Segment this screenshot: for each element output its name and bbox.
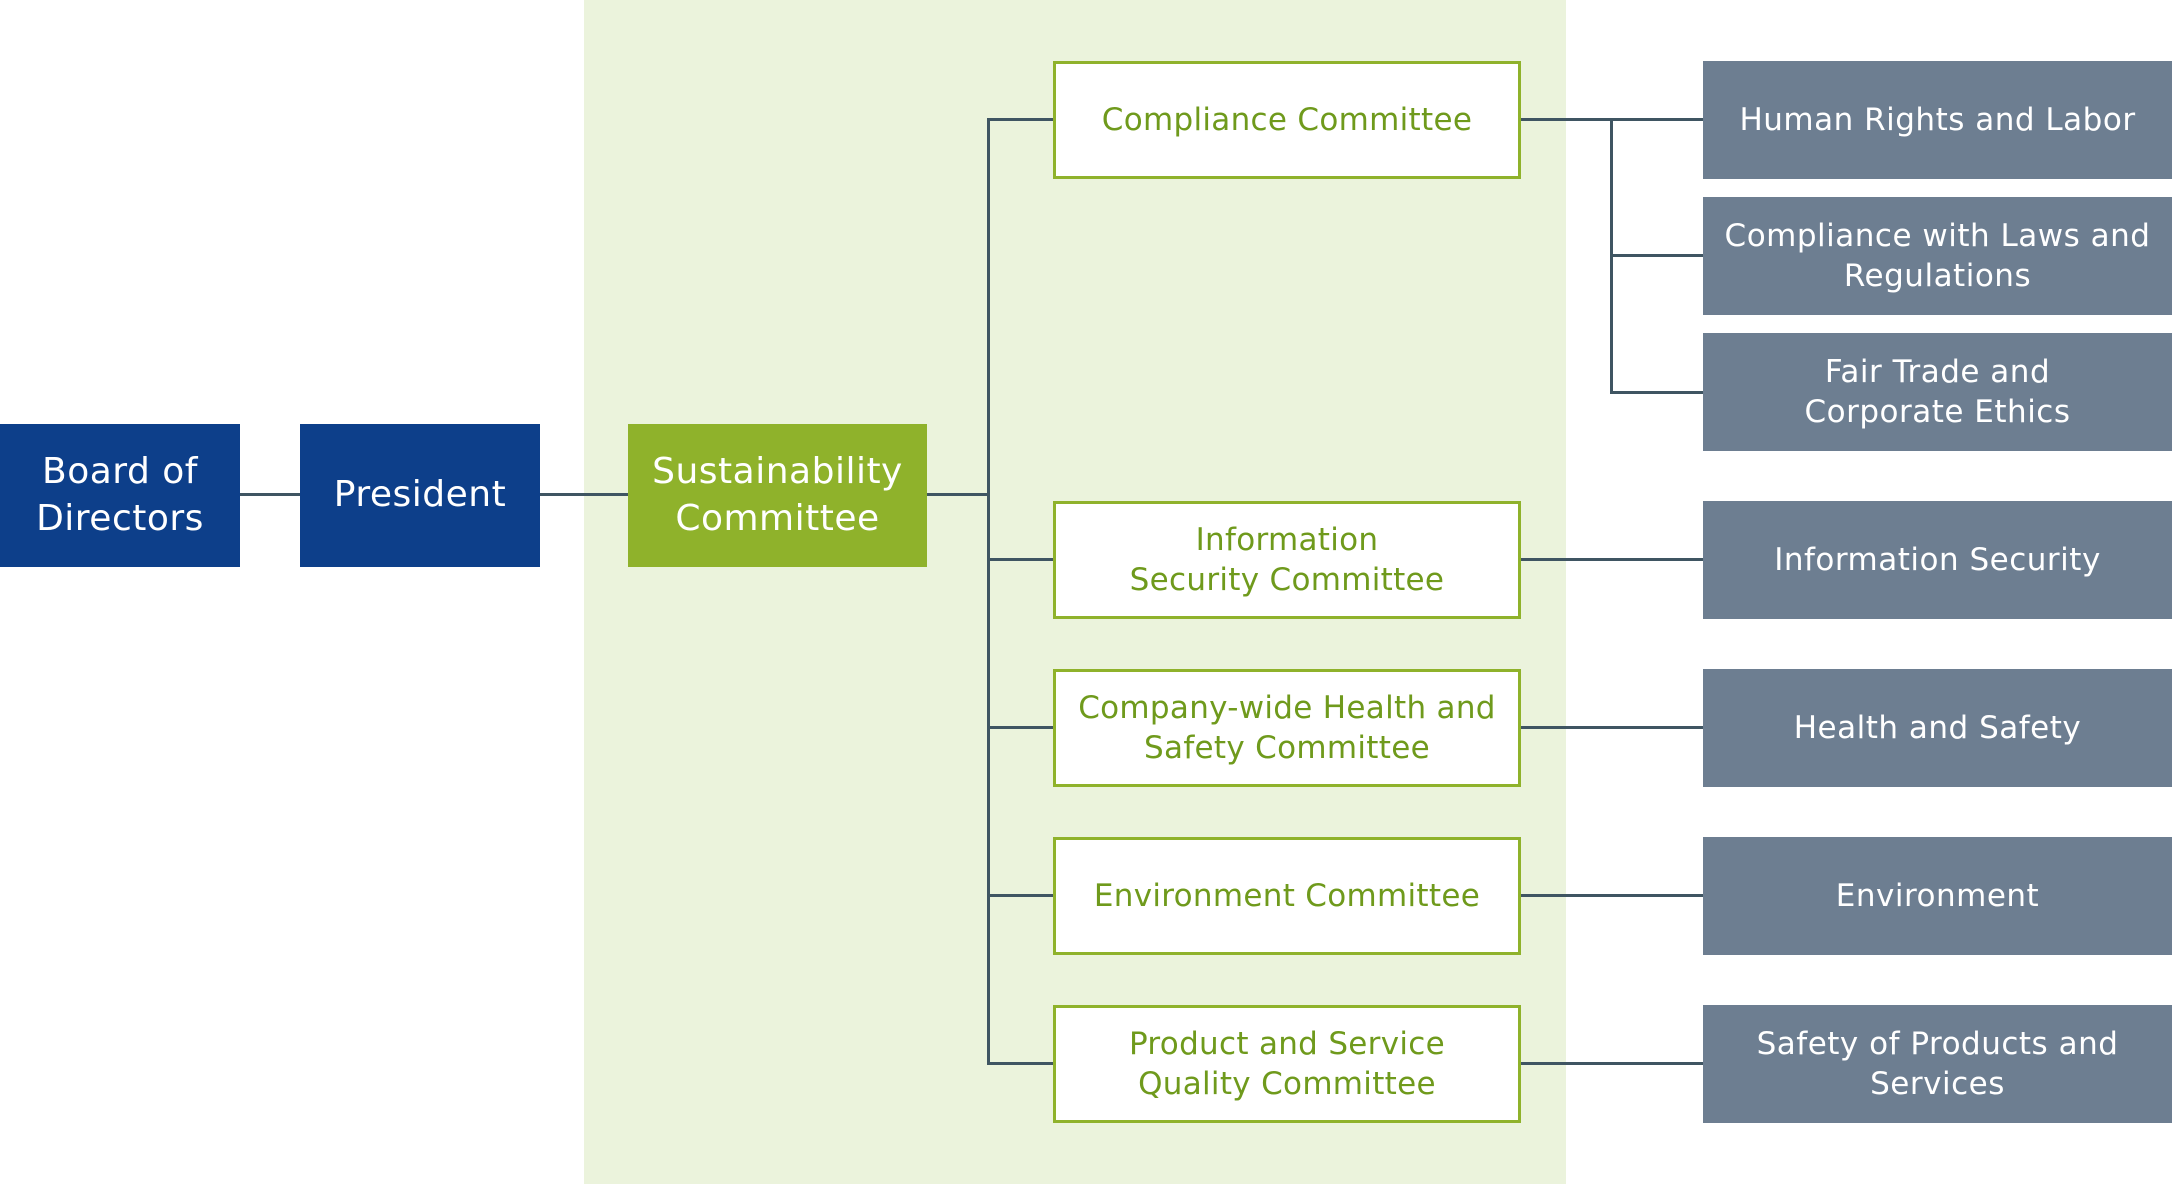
connector-to-infosec-committee <box>987 558 1053 561</box>
area-fair-trade-box: Fair Trade and Corporate Ethics <box>1703 333 2172 451</box>
area-fair-trade-label: Fair Trade and Corporate Ethics <box>1804 353 2071 430</box>
connector-to-laws <box>1610 254 1703 257</box>
area-information-security-label: Information Security <box>1774 541 2101 578</box>
area-product-safety-label: Safety of Products and Services <box>1756 1025 2119 1102</box>
board-of-directors-label: Board of Directors <box>36 450 204 539</box>
connector-to-environment-committee <box>987 894 1053 897</box>
connector-president-sustainability <box>540 493 628 496</box>
connector-to-fair-trade <box>1610 391 1703 394</box>
area-environment-label: Environment <box>1835 877 2040 914</box>
area-environment-box: Environment <box>1703 837 2172 955</box>
connector-to-compliance-committee <box>987 118 1053 121</box>
connector-compliance-out <box>1519 118 1613 121</box>
connector-committee-trunk <box>987 118 990 1065</box>
health-safety-committee-label: Company-wide Health and Safety Committee <box>1078 689 1496 766</box>
environment-committee-box: Environment Committee <box>1053 837 1521 955</box>
area-laws-regulations-box: Compliance with Laws and Regulations <box>1703 197 2172 315</box>
president-label: President <box>333 474 507 516</box>
compliance-committee-label: Compliance Committee <box>1101 101 1473 138</box>
connector-to-info-security <box>1519 558 1703 561</box>
sustainability-committee-label: Sustainability Committee <box>652 450 903 539</box>
connector-to-product-safety <box>1519 1062 1703 1065</box>
connector-to-health-committee <box>987 726 1053 729</box>
president-box: President <box>300 424 540 567</box>
connector-to-human-rights <box>1610 118 1703 121</box>
information-security-committee-label: Information Security Committee <box>1129 521 1445 598</box>
area-product-safety-box: Safety of Products and Services <box>1703 1005 2172 1123</box>
area-health-safety-box: Health and Safety <box>1703 669 2172 787</box>
compliance-committee-box: Compliance Committee <box>1053 61 1521 179</box>
health-safety-committee-box: Company-wide Health and Safety Committee <box>1053 669 1521 787</box>
area-human-rights-label: Human Rights and Labor <box>1739 101 2136 138</box>
connector-to-health-safety <box>1519 726 1703 729</box>
area-human-rights-box: Human Rights and Labor <box>1703 61 2172 179</box>
board-of-directors-box: Board of Directors <box>0 424 240 567</box>
area-information-security-box: Information Security <box>1703 501 2172 619</box>
connector-to-quality-committee <box>987 1062 1053 1065</box>
area-health-safety-label: Health and Safety <box>1793 709 2082 746</box>
sustainability-committee-box: Sustainability Committee <box>628 424 927 567</box>
area-laws-regulations-label: Compliance with Laws and Regulations <box>1724 217 2151 294</box>
connector-sustainability-trunk <box>927 493 989 496</box>
environment-committee-label: Environment Committee <box>1093 877 1481 914</box>
connector-to-environment <box>1519 894 1703 897</box>
product-service-quality-committee-label: Product and Service Quality Committee <box>1128 1025 1445 1102</box>
information-security-committee-box: Information Security Committee <box>1053 501 1521 619</box>
product-service-quality-committee-box: Product and Service Quality Committee <box>1053 1005 1521 1123</box>
connector-board-president <box>240 493 300 496</box>
